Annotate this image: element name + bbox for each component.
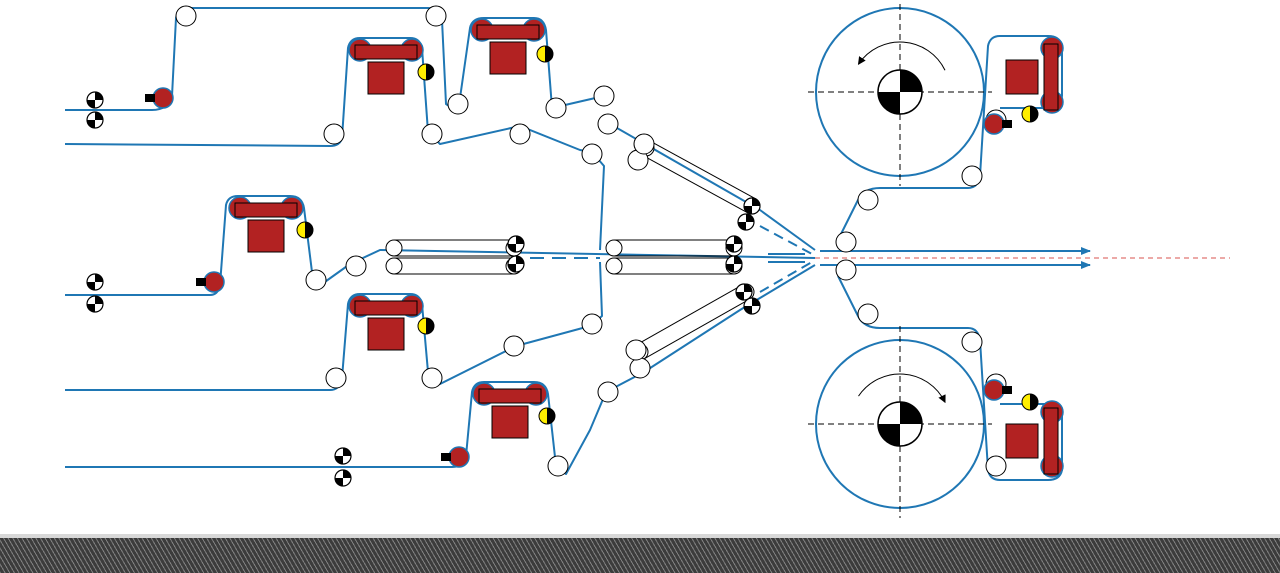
guide-roller	[835, 231, 857, 253]
guide-roller	[175, 5, 197, 27]
nip-roller-icon	[743, 297, 761, 315]
dancer-unit-winder-lower	[1005, 400, 1064, 478]
sensor-icon	[296, 221, 314, 239]
belt-middle-left	[385, 239, 523, 257]
rotation-arrow	[858, 373, 946, 404]
web-path-upper-belt	[609, 123, 816, 251]
guide-roller	[323, 123, 345, 145]
floor-hatch	[0, 534, 1280, 573]
dancer-unit-2	[470, 18, 546, 75]
guide-roller	[835, 259, 857, 281]
brake-actuator-4	[983, 113, 1012, 135]
guide-roller	[447, 93, 469, 115]
nip-roller-icon	[725, 255, 743, 273]
nip-roller-icon	[334, 469, 352, 487]
guide-roller	[305, 269, 327, 291]
guide-roller	[633, 133, 655, 155]
nip-roller-icon	[743, 197, 761, 215]
guide-roller	[547, 455, 569, 477]
nip-roller-icon	[507, 255, 525, 273]
nip-roller-icon	[725, 235, 743, 253]
nip-roller-icon	[86, 111, 104, 129]
brake-actuator-5	[983, 379, 1012, 401]
dancer-units	[228, 18, 1064, 478]
dancer-unit-winder-upper	[1005, 36, 1064, 114]
guide-roller	[581, 313, 603, 335]
rotation-arrow	[857, 41, 946, 71]
guide-roller	[325, 367, 347, 389]
converge-dash	[759, 225, 813, 255]
nip-roller-icon	[737, 213, 755, 231]
guide-roller	[509, 123, 531, 145]
dancer-unit-4	[348, 294, 424, 351]
guide-roller	[629, 357, 651, 379]
guide-roller	[421, 367, 443, 389]
guide-roller	[425, 5, 447, 27]
nip-roller-icon	[86, 91, 104, 109]
belt-middle-right-2	[605, 257, 743, 275]
nip-roller-icon	[86, 273, 104, 291]
winder-drum-lower	[808, 326, 992, 518]
belt-middle-left-2	[385, 257, 523, 275]
dancer-unit-1	[348, 38, 424, 95]
winder-drum-upper	[808, 0, 992, 186]
guide-roller	[857, 189, 879, 211]
guide-roller	[625, 339, 647, 361]
nip-roller-icon	[735, 283, 753, 301]
guide-roller	[593, 85, 615, 107]
sensor-icon	[1021, 105, 1039, 123]
guide-roller	[545, 97, 567, 119]
nip-roller-icon	[334, 447, 352, 465]
brake-actuator-1	[145, 87, 174, 109]
sensor-icon	[1021, 393, 1039, 411]
sensor-icon	[417, 317, 435, 335]
converge-dash	[759, 261, 813, 293]
brake-actuator-2	[196, 271, 225, 293]
process-diagram	[64, 0, 1230, 518]
guide-roller	[345, 255, 367, 277]
guide-roller	[421, 123, 443, 145]
web-path-layer-5	[65, 264, 816, 475]
guide-roller	[503, 335, 525, 357]
belt-lower-diagonal	[631, 283, 755, 361]
guide-roller	[961, 331, 983, 353]
dancer-unit-3	[228, 196, 304, 253]
misc	[86, 0, 1012, 518]
nip-roller-icon	[86, 295, 104, 313]
guide-roller	[985, 455, 1007, 477]
web-path-layer-3	[65, 195, 816, 296]
sensor-icon	[417, 63, 435, 81]
guide-roller	[597, 381, 619, 403]
guide-roller	[597, 113, 619, 135]
guide-roller	[581, 143, 603, 165]
dancer-unit-5	[472, 382, 548, 439]
sensor-icon	[538, 407, 556, 425]
conveyor-belts	[385, 139, 761, 361]
brake-actuator-3	[441, 446, 470, 468]
nip-roller-icon	[507, 235, 525, 253]
guide-roller	[961, 165, 983, 187]
guide-roller	[857, 303, 879, 325]
sensors	[296, 45, 1039, 425]
sensor-icon	[536, 45, 554, 63]
